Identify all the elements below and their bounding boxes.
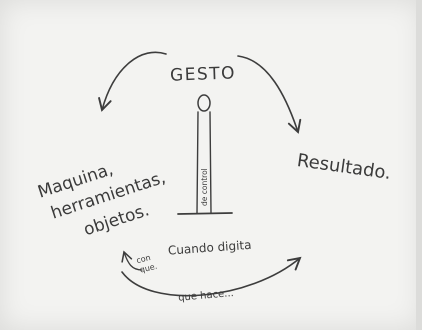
pole-shaft bbox=[196, 111, 212, 214]
small-note-line-2: que. bbox=[139, 262, 158, 275]
short-hook-arrow bbox=[121, 250, 143, 271]
small-note-line-1: con bbox=[135, 253, 151, 265]
center-label: GESTO bbox=[170, 63, 237, 85]
pole-knob bbox=[197, 94, 211, 112]
bottom-caption-2: que hace... bbox=[178, 288, 234, 304]
pole-label: de control bbox=[200, 168, 209, 206]
paper-edge bbox=[416, 0, 422, 330]
bottom-arrow bbox=[121, 256, 302, 297]
bottom-caption: Cuando digita bbox=[167, 238, 251, 258]
arrow-to-left bbox=[98, 51, 167, 112]
arrow-to-right bbox=[237, 55, 302, 134]
pole-base bbox=[177, 212, 233, 215]
result-label: Resultado. bbox=[296, 150, 393, 184]
left-cluster-label: Maquina, herramientas, objetos. bbox=[35, 143, 181, 250]
small-note: con que. bbox=[135, 252, 158, 275]
control-pole: de control bbox=[177, 94, 233, 215]
